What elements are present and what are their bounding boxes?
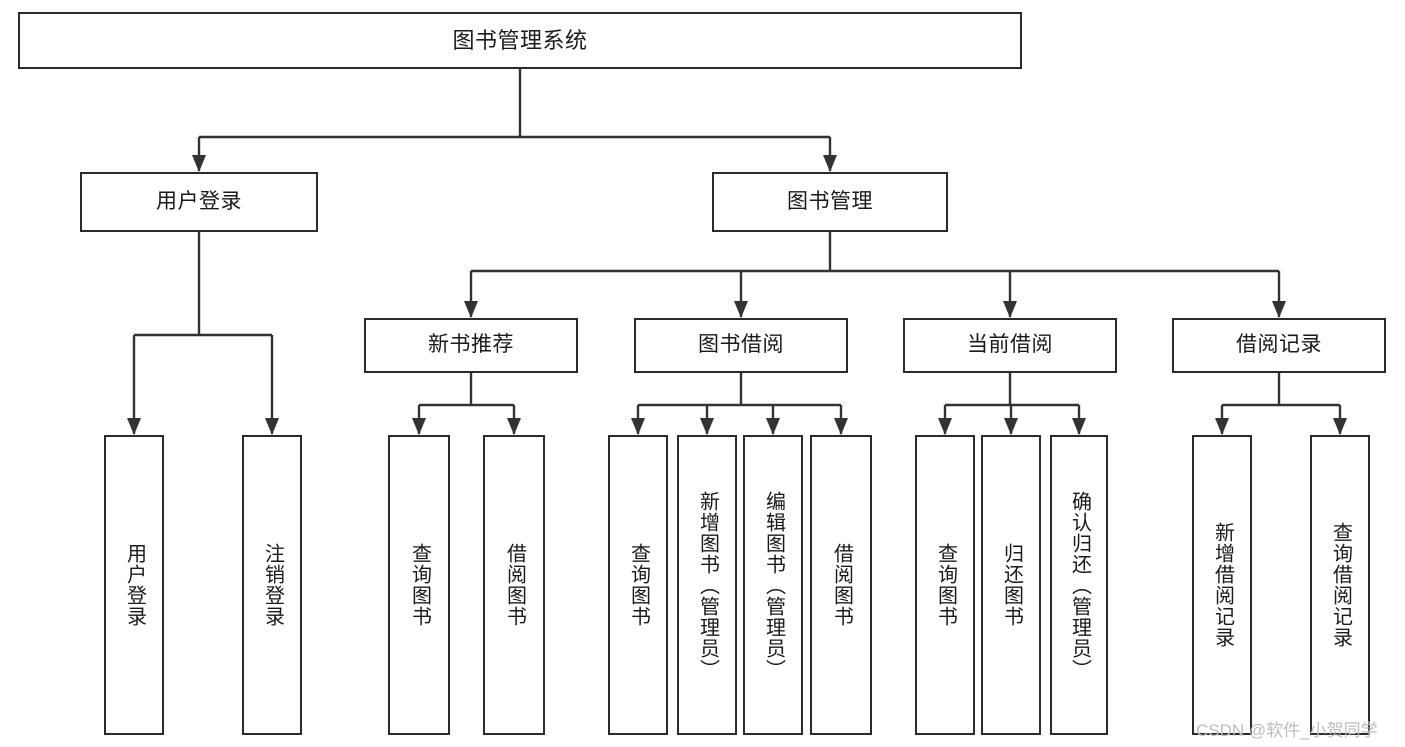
node-label: 查询借阅记录 <box>1329 522 1352 648</box>
arrow-head-icon <box>1072 418 1086 435</box>
node-l-query-book-2[interactable]: 查询图书 <box>608 435 668 735</box>
node-label: 图书管理系统 <box>452 27 588 53</box>
node-n-current-borrow[interactable]: 当前借阅 <box>903 318 1117 373</box>
node-label: 图书借阅 <box>698 333 784 357</box>
arrow-head-icon <box>734 301 748 318</box>
node-label: 确认归还（管理员） <box>1068 490 1091 680</box>
node-label: 归还图书 <box>1000 543 1023 627</box>
node-n-new-book-rec[interactable]: 新书推荐 <box>364 318 578 373</box>
node-l-edit-book-admin[interactable]: 编辑图书（管理员） <box>743 435 803 735</box>
node-label: 当前借阅 <box>967 333 1053 357</box>
node-label: 新增图书（管理员） <box>696 490 719 680</box>
node-l-borrow-book-1[interactable]: 借阅图书 <box>483 435 545 735</box>
node-label: 新增借阅记录 <box>1211 522 1234 648</box>
node-label: 图书管理 <box>787 189 873 213</box>
arrow-head-icon <box>1003 301 1017 318</box>
arrow-head-icon <box>127 418 141 435</box>
node-n-book-borrow[interactable]: 图书借阅 <box>634 318 848 373</box>
arrow-head-icon <box>464 301 478 318</box>
arrow-head-icon <box>834 418 848 435</box>
arrow-head-icon <box>1215 418 1229 435</box>
arrow-head-icon <box>938 418 952 435</box>
arrow-head-icon <box>1333 418 1347 435</box>
arrow-head-icon <box>766 418 780 435</box>
node-n-borrow-record[interactable]: 借阅记录 <box>1172 318 1386 373</box>
node-label: 查询图书 <box>408 543 431 627</box>
arrow-head-icon <box>631 418 645 435</box>
node-n-user-login[interactable]: 用户登录 <box>80 172 318 232</box>
node-l-query-book-3[interactable]: 查询图书 <box>915 435 975 735</box>
node-label: 用户登录 <box>156 189 242 213</box>
node-l-query-borrow-record[interactable]: 查询借阅记录 <box>1310 435 1370 735</box>
node-l-query-book-1[interactable]: 查询图书 <box>388 435 450 735</box>
node-label: 借阅记录 <box>1236 333 1322 357</box>
node-label: 新书推荐 <box>428 333 514 357</box>
arrow-head-icon <box>700 418 714 435</box>
arrow-head-icon <box>823 155 837 172</box>
arrow-head-icon <box>1272 301 1286 318</box>
arrow-head-icon <box>1004 418 1018 435</box>
node-root[interactable]: 图书管理系统 <box>18 12 1022 69</box>
arrow-head-icon <box>265 418 279 435</box>
node-l-add-borrow-record[interactable]: 新增借阅记录 <box>1192 435 1252 735</box>
arrow-head-icon <box>412 418 426 435</box>
node-l-borrow-book-2[interactable]: 借阅图书 <box>810 435 872 735</box>
node-label: 查询图书 <box>934 543 957 627</box>
node-l-return-book[interactable]: 归还图书 <box>981 435 1041 735</box>
node-label: 借阅图书 <box>503 543 526 627</box>
node-label: 编辑图书（管理员） <box>762 490 785 680</box>
node-label: 查询图书 <box>627 543 650 627</box>
node-label: 注销登录 <box>261 543 284 627</box>
node-label: 用户登录 <box>123 543 146 627</box>
node-l-add-book-admin[interactable]: 新增图书（管理员） <box>677 435 737 735</box>
node-l-confirm-return-admin[interactable]: 确认归还（管理员） <box>1050 435 1108 735</box>
watermark-label: CSDN @软件_小贺同学 <box>1196 721 1378 740</box>
arrow-head-icon <box>507 418 521 435</box>
node-l-user-logout[interactable]: 注销登录 <box>242 435 302 735</box>
node-l-user-login[interactable]: 用户登录 <box>104 435 164 735</box>
node-label: 借阅图书 <box>830 543 853 627</box>
arrow-head-icon <box>192 155 206 172</box>
node-n-book-mgmt[interactable]: 图书管理 <box>712 172 948 232</box>
